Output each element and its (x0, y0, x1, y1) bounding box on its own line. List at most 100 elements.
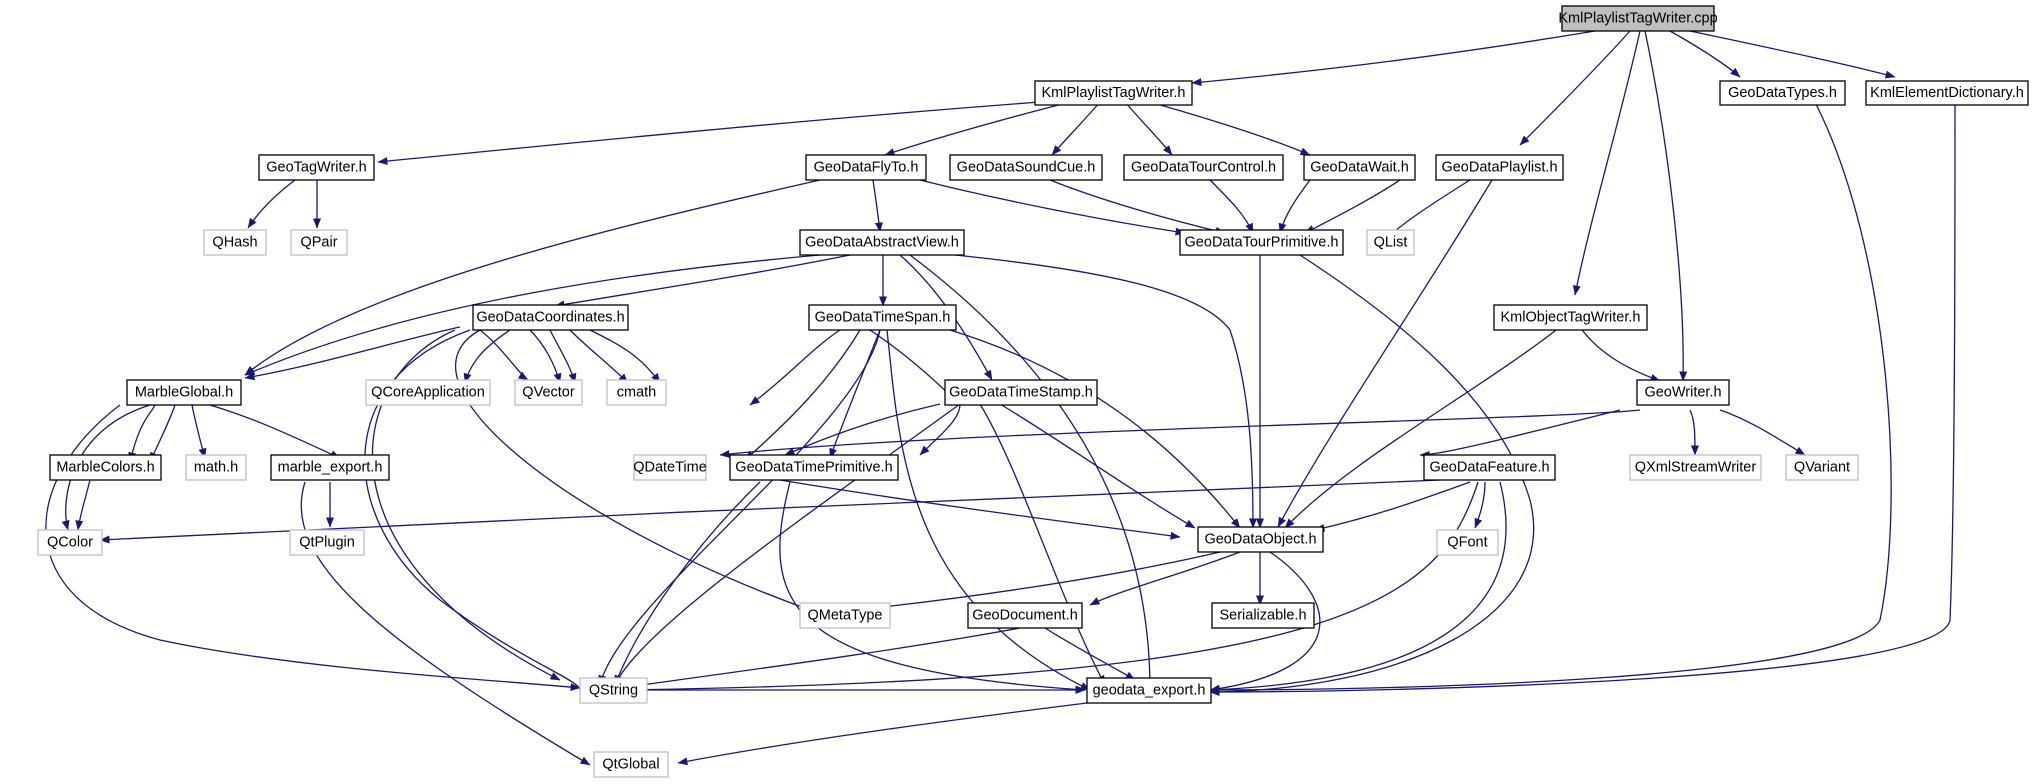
node-label: KmlElementDictionary.h (1870, 85, 2024, 101)
edge (1579, 326, 1661, 382)
edge (1278, 179, 1311, 234)
edge (598, 329, 881, 686)
node-qxmlstream[interactable]: QXmlStreamWriter (1629, 454, 1762, 481)
edge (1209, 101, 1892, 694)
node-timespan-h[interactable]: GeoDataTimeSpan.h (808, 304, 957, 331)
node-geodata-export-h[interactable]: geodata_export.h (1086, 677, 1212, 704)
node-kmlobj-h[interactable]: KmlObjectTagWriter.h (1493, 304, 1648, 331)
node-label: math.h (194, 460, 238, 476)
edge (909, 254, 1154, 691)
node-object-h[interactable]: GeoDataObject.h (1197, 526, 1324, 553)
node-kpt-h[interactable]: KmlPlaylistTagWriter.h (1034, 80, 1193, 106)
node-geowriter-h[interactable]: GeoWriter.h (1636, 379, 1730, 406)
node-dict-h[interactable]: KmlElementDictionary.h (1865, 80, 2029, 106)
node-label: GeoDataPlaylist.h (1441, 160, 1557, 176)
node-label: QMetaType (808, 608, 883, 624)
node-tourcontrol-h[interactable]: GeoDataTourControl.h (1123, 154, 1284, 181)
node-tourprim-h[interactable]: GeoDataTourPrimitive.h (1179, 229, 1344, 256)
node-qvector[interactable]: QVector (514, 379, 583, 406)
edge (1209, 101, 1956, 696)
node-qcolor[interactable]: QColor (37, 529, 103, 556)
node-label: KmlPlaylistTagWriter.h (1042, 85, 1186, 101)
node-marble-export-h[interactable]: marble_export.h (270, 454, 390, 481)
edge (1719, 409, 1806, 456)
node-soundcue-h[interactable]: GeoDataSoundCue.h (949, 154, 1103, 181)
node-qcoreapp[interactable]: QCoreApplication (365, 379, 491, 406)
node-label: GeoDataTimePrimitive.h (735, 460, 892, 476)
node-playlist-h[interactable]: GeoDataPlaylist.h (1435, 154, 1564, 181)
edges (45, 30, 1956, 766)
node-timestamp-h[interactable]: GeoDataTimeStamp.h (944, 379, 1098, 406)
edge (1089, 551, 1241, 606)
edge (829, 329, 881, 459)
edge (1149, 101, 1311, 156)
edge (1669, 30, 1741, 78)
node-kpt-cpp[interactable]: KmlPlaylistTagWriter.cpp (1558, 5, 1718, 32)
node-label: GeoDataWait.h (1310, 160, 1409, 176)
edge (886, 329, 1091, 691)
nodes: KmlPlaylistTagWriter.cpp KmlPlaylistTagW… (37, 5, 2029, 778)
node-wait-h[interactable]: GeoDataWait.h (1303, 154, 1416, 181)
edge (45, 404, 581, 692)
node-qvariant[interactable]: QVariant (1785, 454, 1859, 481)
node-feature-h[interactable]: GeoDataFeature.h (1423, 454, 1556, 481)
node-flyto-h[interactable]: GeoDataFlyTo.h (805, 154, 927, 181)
node-document-h[interactable]: GeoDocument.h (967, 602, 1083, 629)
node-qtglobal[interactable]: QtGlobal (593, 751, 669, 778)
node-qfont[interactable]: QFont (1436, 529, 1499, 556)
node-marblecolors-h[interactable]: MarbleColors.h (49, 454, 162, 481)
edge (1209, 551, 1321, 693)
edge (554, 254, 851, 309)
edge (549, 329, 577, 384)
node-label: QDateTime (633, 460, 707, 476)
node-label: QColor (47, 535, 93, 551)
node-qlist[interactable]: QList (1366, 229, 1415, 256)
node-label: QtPlugin (299, 535, 355, 551)
node-label: GeoDataCoordinates.h (476, 310, 624, 326)
node-label: QString (589, 683, 638, 699)
node-abstractview-h[interactable]: GeoDataAbstractView.h (799, 229, 965, 256)
edge (244, 179, 821, 376)
edge (1519, 30, 1631, 146)
edge (872, 179, 883, 233)
edge (719, 409, 1641, 458)
edge (1284, 326, 1561, 529)
node-label: GeoDataFlyTo.h (814, 160, 919, 176)
node-label: QList (1374, 235, 1408, 251)
edge (191, 404, 207, 459)
node-tagwriter-h[interactable]: GeoTagWriter.h (258, 154, 375, 181)
node-qmetatype[interactable]: QMetaType (799, 602, 891, 629)
node-serializable-h[interactable]: Serializable.h (1211, 602, 1315, 629)
node-qtplugin[interactable]: QtPlugin (289, 529, 365, 556)
node-label: QXmlStreamWriter (1635, 460, 1757, 476)
edge (364, 329, 1086, 694)
edge (1051, 101, 1101, 156)
edge (1124, 101, 1173, 156)
node-label: cmath (617, 385, 657, 401)
node-qhash[interactable]: QHash (203, 229, 267, 256)
edge (1689, 30, 1896, 79)
node-timeprim-h[interactable]: GeoDataTimePrimitive.h (729, 454, 899, 481)
node-cmath[interactable]: cmath (606, 379, 667, 406)
node-coords-h[interactable]: GeoDataCoordinates.h (472, 304, 629, 331)
node-label: QCoreApplication (371, 385, 485, 401)
edge (999, 403, 1196, 529)
node-label: MarbleColors.h (56, 460, 154, 476)
edge (128, 404, 156, 463)
node-label: GeoDocument.h (972, 608, 1078, 624)
node-label: GeoDataTypes.h (1728, 85, 1837, 101)
edge (949, 329, 1241, 529)
edge (300, 481, 591, 766)
node-label: marble_export.h (278, 460, 383, 476)
node-label: QtGlobal (602, 757, 659, 773)
node-qpair[interactable]: QPair (290, 229, 348, 256)
node-math-h[interactable]: math.h (185, 454, 247, 481)
node-marbleglobal-h[interactable]: MarbleGlobal.h (126, 379, 242, 406)
node-label: QVariant (1794, 460, 1850, 476)
node-types-h[interactable]: GeoDataTypes.h (1719, 80, 1846, 106)
edge (749, 329, 841, 406)
node-qdatetime[interactable]: QDateTime (633, 454, 707, 481)
node-qstring[interactable]: QString (579, 677, 648, 704)
edge (463, 329, 511, 384)
node-label: KmlPlaylistTagWriter.cpp (1558, 11, 1717, 27)
